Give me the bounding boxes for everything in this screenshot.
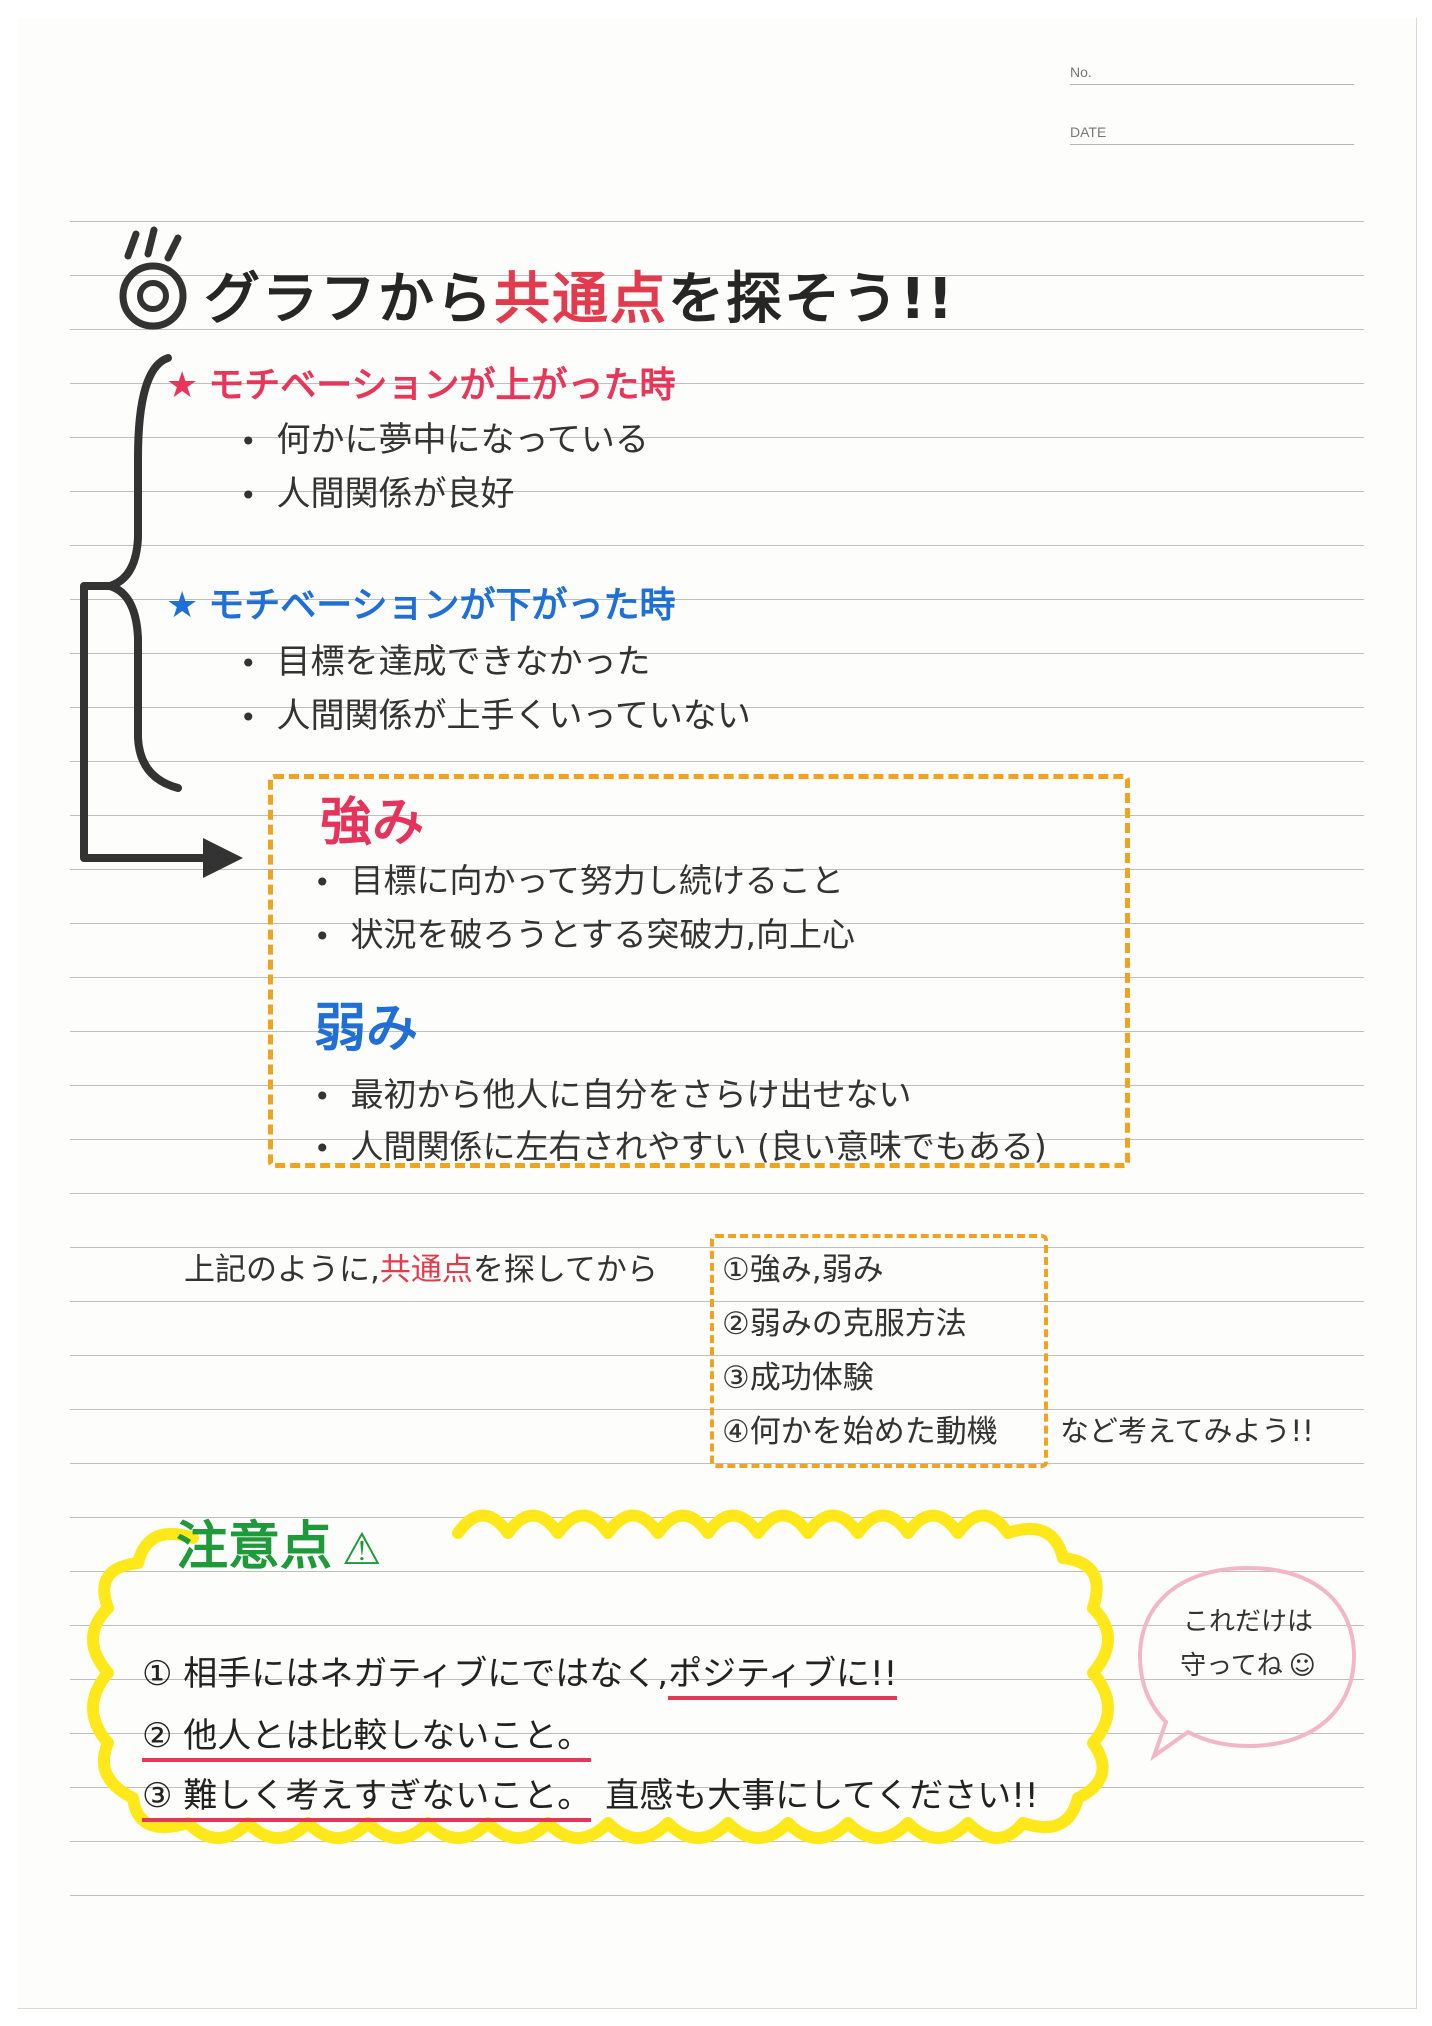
bubble-line-2-text: 守ってね bbox=[1180, 1651, 1283, 1681]
date-label: DATE bbox=[1070, 124, 1107, 140]
caution-item-3-plain: 直感も大事にしてください!! bbox=[605, 1776, 1039, 1816]
caution-title-text: 注意点 bbox=[176, 1517, 333, 1577]
title-highlight: 共通点 bbox=[494, 267, 668, 332]
explore-list-item: ③成功体験 bbox=[722, 1360, 874, 1396]
weaknesses-heading: 弱み bbox=[314, 999, 419, 1059]
explore-lead-prefix: 上記のように, bbox=[184, 1252, 380, 1288]
no-line bbox=[1070, 84, 1354, 85]
motivation-down-item: 目標を達成できなかった bbox=[240, 634, 651, 683]
smiley-icon: ☺ bbox=[1288, 1651, 1316, 1681]
caution-heading: 注意点⚠ bbox=[176, 1504, 381, 1579]
caution-item-1: ① 相手にはネガティブにではなく,ポジティブに!! bbox=[142, 1646, 898, 1700]
speech-bubble bbox=[1137, 1565, 1357, 1762]
no-label: No. bbox=[1070, 64, 1092, 80]
motivation-down-heading-text: モチベーションが下がった時 bbox=[208, 585, 676, 626]
explore-list-item: ②弱みの克服方法 bbox=[722, 1306, 967, 1342]
date-line bbox=[1070, 144, 1354, 145]
explore-list-box bbox=[710, 1234, 1048, 1468]
motivation-up-item: 人間関係が良好 bbox=[240, 466, 515, 515]
caution-item-3-underlined: ③ 難しく考えすぎないこと。 bbox=[142, 1776, 592, 1822]
weakness-item: 人間関係に左右されやすい (良い意味でもある) bbox=[314, 1120, 1047, 1168]
motivation-down-item: 人間関係が上手くいっていない bbox=[240, 688, 751, 737]
spiral-icon bbox=[119, 226, 187, 330]
strength-item: 状況を破ろうとする突破力,向上心 bbox=[314, 908, 856, 956]
motivation-up-item: 何かに夢中になっている bbox=[240, 412, 649, 461]
bubble-line-2: 守ってね☺ bbox=[1158, 1644, 1338, 1688]
warning-icon: ⚠ bbox=[342, 1524, 382, 1575]
explore-lead-suffix: を探してから bbox=[472, 1252, 658, 1288]
brace-arrow bbox=[80, 354, 243, 878]
caution-item-1-plain: ① 相手にはネガティブにではなく, bbox=[142, 1654, 669, 1694]
motivation-down-heading: ★モチベーションが下がった時 bbox=[166, 576, 676, 628]
bubble-line-1: これだけは bbox=[1182, 1607, 1313, 1637]
red-star-icon: ★ bbox=[166, 365, 199, 406]
strength-item: 目標に向かって努力し続けること bbox=[314, 854, 844, 902]
motivation-up-heading: ★モチベーションが上がった時 bbox=[166, 356, 676, 408]
explore-list-item: ①強み,弱み bbox=[722, 1252, 884, 1288]
explore-lead-highlight: 共通点 bbox=[379, 1252, 473, 1288]
ruled-lines bbox=[70, 168, 1364, 1928]
explore-lead: 上記のように,共通点を探してから bbox=[184, 1244, 658, 1289]
title-prefix: グラフから bbox=[204, 267, 494, 332]
caution-item-2: ② 他人とは比較しないこと。 bbox=[142, 1708, 592, 1762]
speech-bubble-text: これだけは 守ってね☺ bbox=[1158, 1600, 1338, 1688]
caution-cloud bbox=[87, 1509, 1114, 1844]
explore-list-item: ④何かを始めた動機 bbox=[722, 1414, 998, 1450]
page-title: グラフから共通点を探そう!! bbox=[204, 254, 955, 335]
caution-item-3: ③ 難しく考えすぎないこと。直感も大事にしてください!! bbox=[142, 1768, 1039, 1822]
notebook-page: No. DATE グラフから共通点を探そう!! ★モチベーションが上がった時 何… bbox=[18, 18, 1417, 2009]
title-suffix: を探そう!! bbox=[668, 267, 956, 332]
weakness-item: 最初から他人に自分をさらけ出せない bbox=[314, 1068, 912, 1116]
motivation-up-heading-text: モチベーションが上がった時 bbox=[208, 365, 676, 406]
strengths-heading: 強み bbox=[320, 793, 425, 853]
blue-star-icon: ★ bbox=[166, 585, 199, 626]
caution-item-1-underlined: ポジティブに!! bbox=[668, 1654, 898, 1700]
explore-tail: など考えてみよう!! bbox=[1060, 1414, 1314, 1448]
caution-item-2-underlined: ② 他人とは比較しないこと。 bbox=[142, 1716, 592, 1762]
